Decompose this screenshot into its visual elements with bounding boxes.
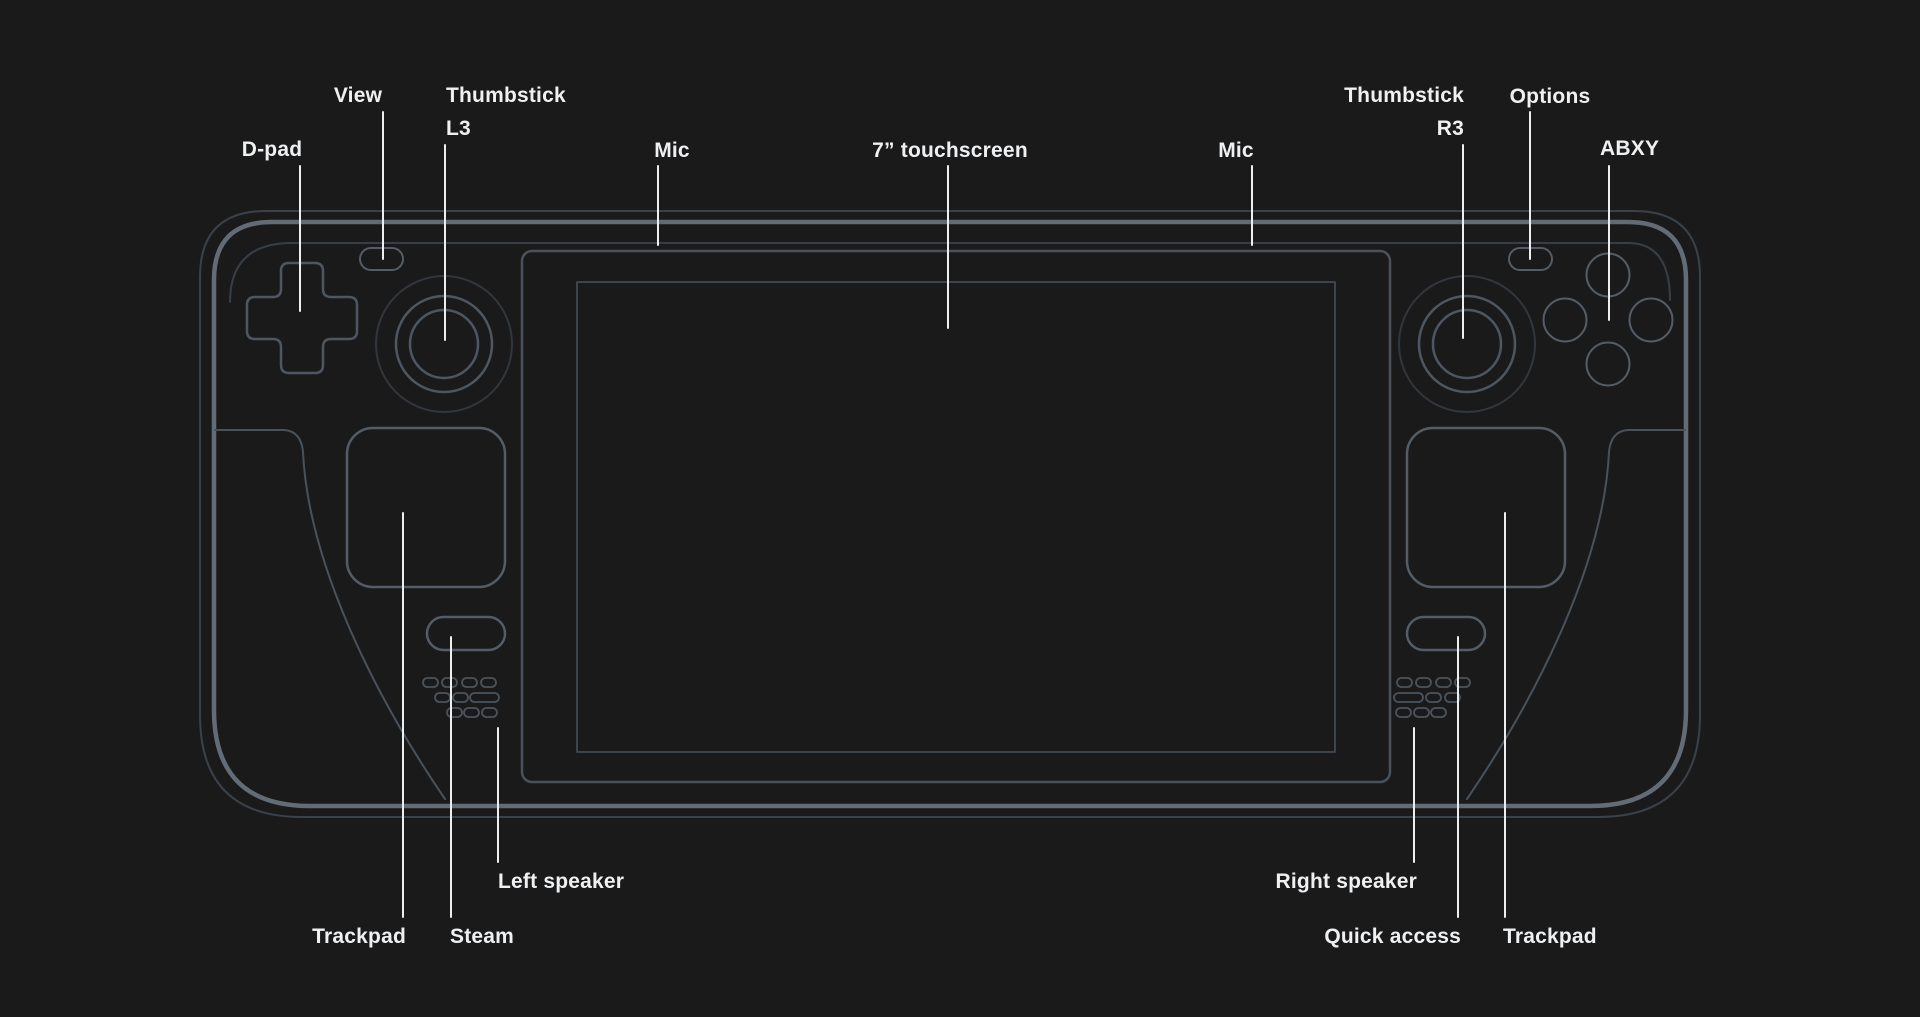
right-grip-seam [1466,429,1686,800]
label-touchscreen: 7” touchscreen [872,139,1028,162]
leader-lines [299,111,1610,918]
device-face-seam [229,242,1671,303]
label-thumbstick-l3-line2: L3 [446,117,471,140]
left-trackpad [345,426,507,589]
label-options: Options [1509,85,1591,108]
label-trackpad-left: Trackpad [312,925,406,948]
label-abxy: ABXY [1600,137,1660,160]
steam-button [425,615,507,652]
label-thumbstick-r3-line2: R3 [1436,117,1464,140]
device-outline [211,219,1689,809]
right-thumbstick [1398,275,1536,413]
label-view: View [333,84,383,107]
label-left-speaker: Left speaker [498,870,625,893]
touchscreen [576,281,1336,753]
label-dpad: D-pad [241,138,303,161]
quick-access-button [1405,615,1487,652]
a-button [1585,341,1631,387]
right-speaker-grille [1393,677,1471,718]
label-thumbstick-l3: Thumbstick L3 [446,79,566,145]
label-thumbstick-r3: Thumbstick R3 [1344,79,1464,145]
screen-bezel [520,249,1392,784]
view-button [359,247,404,271]
label-mic-left: Mic [654,139,690,162]
b-button [1628,297,1674,343]
label-right-speaker: Right speaker [1275,870,1417,893]
left-grip-seam [214,429,446,800]
label-trackpad-right: Trackpad [1503,925,1597,948]
dpad [245,261,359,375]
device-outline-outer [199,210,1701,818]
right-trackpad [1405,426,1567,589]
left-speaker-grille [422,677,500,718]
label-quick-access: Quick access [1324,925,1461,948]
label-steam: Steam [450,925,515,948]
label-mic-right: Mic [1218,139,1254,162]
x-button [1542,297,1588,343]
label-thumbstick-l3-line1: Thumbstick [446,84,566,107]
label-thumbstick-r3-line1: Thumbstick [1344,84,1464,107]
